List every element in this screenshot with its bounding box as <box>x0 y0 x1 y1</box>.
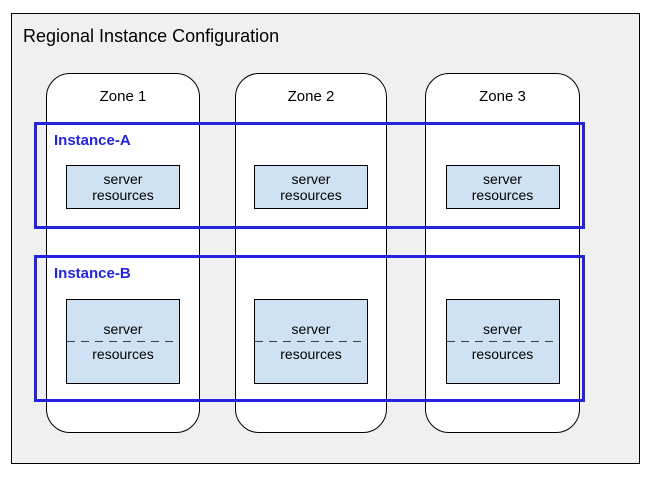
zone-2: Zone 2 server resources server resources <box>235 73 387 433</box>
instance-b-rect: Instance-B <box>34 255 585 402</box>
instance-a-rect: Instance-A <box>34 122 585 229</box>
server-box-text-line1: server <box>103 321 143 337</box>
server-box-text-line1: server <box>291 321 331 337</box>
server-resources-box: server resources <box>254 165 368 209</box>
server-resources-box-split: server resources <box>445 299 560 384</box>
server-box-text-line2: resources <box>471 346 534 362</box>
server-resources-box-split: server resources <box>254 299 368 384</box>
server-box-text-line1: server <box>291 171 331 187</box>
split-dashed-divider <box>446 341 559 342</box>
server-box-text-line2: resources <box>471 187 534 203</box>
zone-3-label: Zone 3 <box>479 88 526 105</box>
server-box-text-line2: resources <box>280 346 342 362</box>
zone-2-label: Zone 2 <box>287 88 335 105</box>
server-box-text-line2: resources <box>92 346 154 362</box>
server-resources-box: server resources <box>445 165 560 209</box>
server-box-text-line1: server <box>483 171 522 187</box>
zone-1-label: Zone 1 <box>99 88 147 105</box>
server-resources-box: server resources <box>66 165 180 209</box>
zone-3: Zone 3 server resources server resources <box>425 73 580 433</box>
instance-b-label: Instance-B <box>54 265 131 282</box>
zone-1: Zone 1 server resources server resources <box>46 73 200 433</box>
server-resources-box-split: server resources <box>66 299 180 384</box>
server-box-text-line2: resources <box>280 187 342 203</box>
server-box-text-line1: server <box>483 321 522 337</box>
server-box-text-line2: resources <box>92 187 154 203</box>
split-dashed-divider <box>255 341 367 342</box>
region-panel: Regional Instance Configuration Zone 1 s… <box>11 13 640 464</box>
split-dashed-divider <box>67 341 179 342</box>
instance-a-label: Instance-A <box>54 132 131 149</box>
server-box-text-line1: server <box>103 171 143 187</box>
diagram-title: Regional Instance Configuration <box>23 26 280 46</box>
